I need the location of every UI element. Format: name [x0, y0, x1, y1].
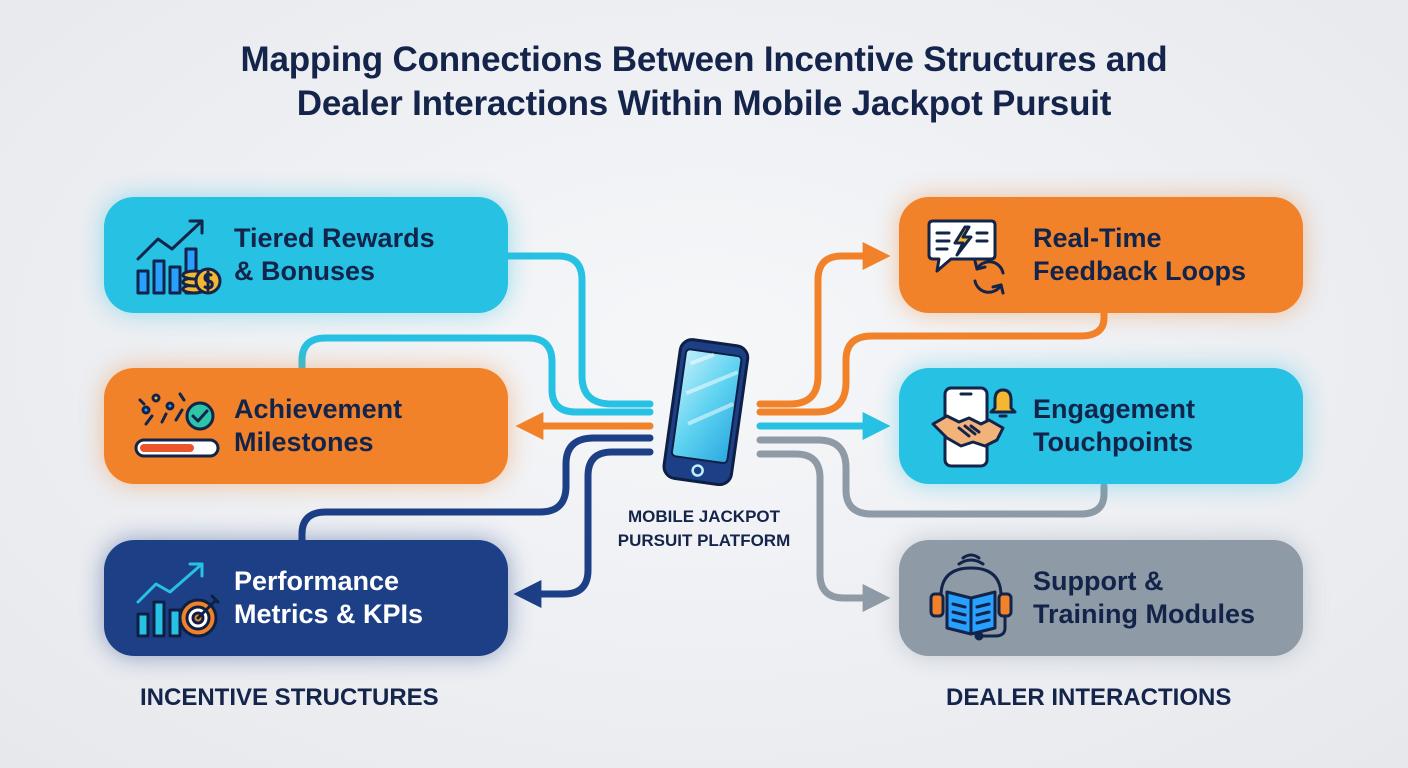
card-achievement-milestones: Achievement Milestones — [104, 368, 508, 484]
connector-feedback-loop — [756, 308, 1108, 416]
page-title: Mapping Connections Between Incentive St… — [0, 38, 1408, 126]
smartphone-icon — [662, 338, 750, 486]
chart-target-icon — [136, 562, 220, 638]
connector-performance-metrics — [513, 448, 654, 608]
card-label: Real-Time Feedback Loops — [1033, 223, 1247, 286]
connector-realtime-feedback — [756, 242, 891, 408]
connector-tiered-rewards — [504, 252, 654, 408]
card-support-training: Support & Training Modules — [899, 540, 1303, 656]
card-tiered-rewards: Tiered Rewards & Bonuses — [104, 197, 508, 313]
card-label: Performance Metrics & KPIs — [234, 566, 424, 629]
card-label: Support & Training Modules — [1033, 566, 1256, 629]
platform-label: MOBILE JACKPOT PURSUIT PLATFORM — [617, 507, 791, 550]
phone-handshake-icon — [931, 386, 1017, 468]
progress-bar-checkmark-icon — [134, 392, 220, 458]
card-label: Tiered Rewards & Bonuses — [234, 223, 435, 286]
card-engagement-touchpoints: Engagement Touchpoints — [899, 368, 1303, 484]
connector-achievement-loop — [298, 334, 654, 416]
chat-refresh-icon — [927, 219, 1005, 295]
card-label: Achievement Milestones — [234, 394, 403, 457]
growth-chart-coins-icon — [136, 219, 222, 295]
card-performance-metrics: Performance Metrics & KPIs — [104, 540, 508, 656]
title-line-2: Dealer Interactions Within Mobile Jackpo… — [296, 84, 1112, 123]
connector-support-training — [756, 450, 891, 612]
connector-engagement-loop — [756, 436, 1108, 518]
book-headset-icon — [929, 553, 1013, 641]
title-line-1: Mapping Connections Between Incentive St… — [240, 40, 1168, 79]
incentive-structures-heading: INCENTIVE STRUCTURES — [140, 684, 439, 711]
connector-performance-loop — [298, 434, 654, 544]
dealer-interactions-heading: DEALER INTERACTIONS — [946, 684, 1232, 711]
card-label: Engagement Touchpoints — [1033, 394, 1196, 457]
card-realtime-feedback: Real-Time Feedback Loops — [899, 197, 1303, 313]
